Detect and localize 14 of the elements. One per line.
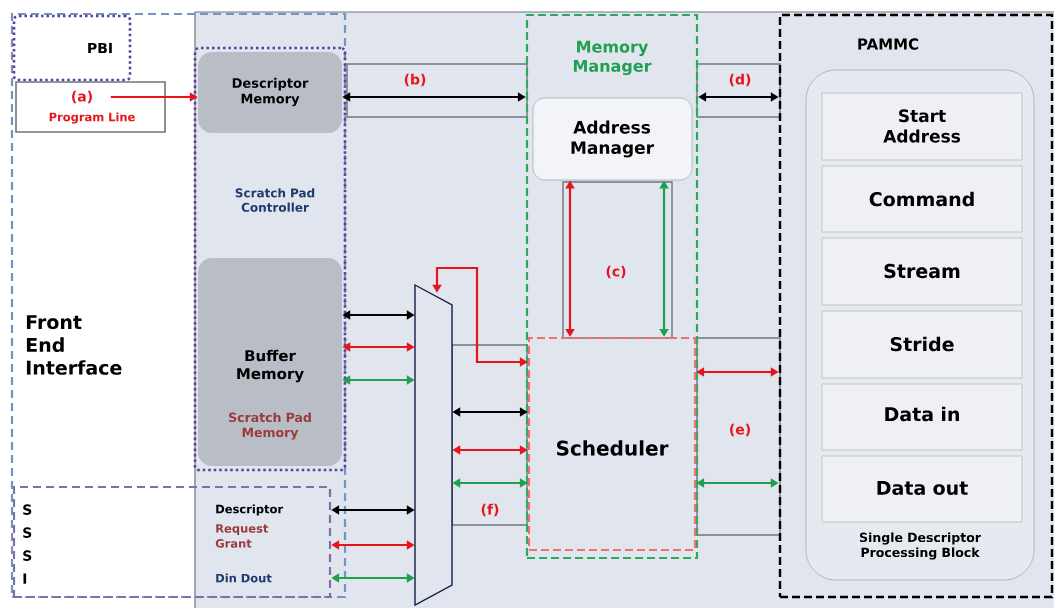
dashed-box: Scheduler xyxy=(527,336,697,552)
memory-box: Buffer Memory Scratch Pad Memory xyxy=(198,258,342,466)
rounded-box: Address Manager xyxy=(532,97,693,181)
field-box: Stream xyxy=(821,237,1023,306)
field-box: Data in xyxy=(821,383,1023,451)
memory-box: Descriptor Memory xyxy=(198,52,342,133)
field-box: Command xyxy=(821,165,1023,233)
field-box: Stride xyxy=(821,310,1023,379)
field-box: Data out xyxy=(821,455,1023,523)
dotted-box: PBI xyxy=(12,14,132,82)
signal-label: Request Grant xyxy=(215,524,269,548)
field-box: Start Address xyxy=(821,92,1023,161)
signal-label: Din Dout xyxy=(216,573,272,583)
signal-label: Descriptor xyxy=(216,504,284,516)
